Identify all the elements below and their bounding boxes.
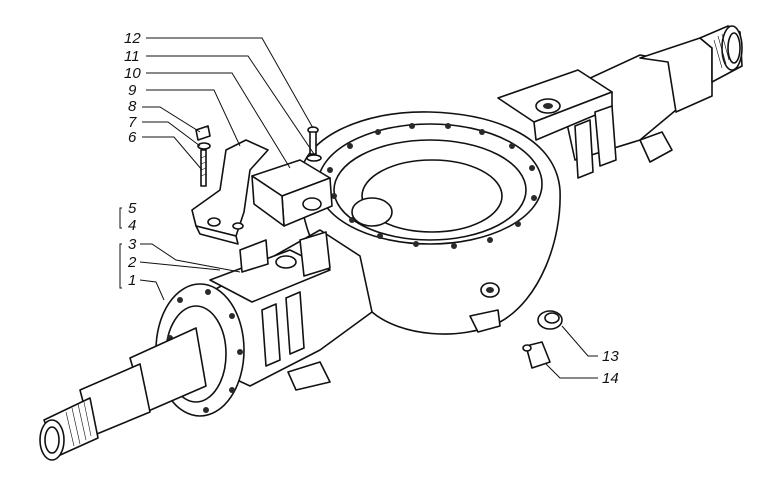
axle-housing	[39, 25, 743, 461]
bracket	[191, 139, 269, 245]
callout-8: 8	[128, 98, 137, 115]
left-axle-spindle	[39, 327, 207, 461]
callout-3: 3	[128, 236, 137, 253]
callout-numbers: 12 11 10 9 8 7 6 5 4 3 2 1 13 14	[124, 30, 619, 387]
callout-4: 4	[128, 217, 136, 234]
bolt-12	[306, 126, 322, 162]
callout-10: 10	[124, 65, 141, 82]
callout-2: 2	[127, 254, 137, 271]
plug-14	[522, 341, 551, 369]
right-spring-pad	[497, 69, 617, 179]
callout-5: 5	[128, 200, 137, 217]
callout-13: 13	[602, 348, 619, 365]
callout-7: 7	[128, 114, 137, 131]
bolt-washer-nut	[195, 125, 211, 187]
callout-1: 1	[128, 272, 136, 289]
callout-14: 14	[602, 370, 619, 387]
plug-13	[537, 310, 563, 330]
callout-6: 6	[128, 129, 137, 146]
leader-lines	[119, 37, 598, 379]
callout-11: 11	[124, 48, 140, 65]
flange-bolt-holes	[327, 123, 537, 249]
callout-9: 9	[128, 82, 137, 99]
cover-plate	[251, 159, 333, 227]
left-spring-pad	[209, 231, 331, 303]
callout-12: 12	[124, 30, 141, 47]
